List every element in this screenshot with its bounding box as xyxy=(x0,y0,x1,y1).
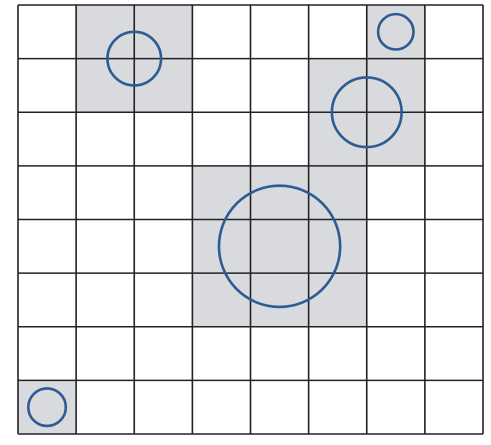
circle-2 xyxy=(376,12,415,51)
shaded-cell xyxy=(366,112,425,166)
shaded-cell xyxy=(192,273,251,327)
shaded-cell xyxy=(308,273,367,327)
circle-3 xyxy=(330,76,403,149)
shaded-cell xyxy=(134,5,193,59)
shaded-cell xyxy=(308,112,367,166)
shaded-cell xyxy=(308,165,367,220)
circle-4 xyxy=(217,184,342,309)
shaded-cell xyxy=(134,58,193,113)
shaded-cell xyxy=(76,58,135,113)
grid-lines xyxy=(17,4,484,435)
shaded-cell xyxy=(192,165,251,220)
circles xyxy=(26,12,415,428)
shaded-cell xyxy=(250,219,309,274)
shaded-cell xyxy=(250,273,309,327)
shaded-cell xyxy=(308,58,367,113)
shaded-cell xyxy=(76,5,135,59)
shaded-cell xyxy=(250,165,309,220)
circle-1 xyxy=(106,30,163,87)
shaded-cell xyxy=(366,58,425,113)
circle-5 xyxy=(26,387,68,428)
